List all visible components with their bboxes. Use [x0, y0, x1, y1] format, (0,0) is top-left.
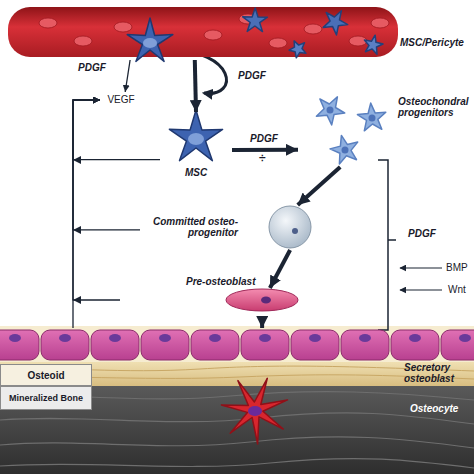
- progenitor-cell: [357, 103, 385, 131]
- blood-vessel: [8, 7, 398, 57]
- cell-label: Osteochondral progenitors: [398, 96, 474, 118]
- cell-nucleus: [159, 334, 171, 342]
- cell-nucleus: [209, 334, 221, 342]
- cell-label: Committed osteo-progenitor: [140, 216, 238, 238]
- committed-cell: [269, 206, 311, 248]
- osteoblast-cell: [441, 330, 474, 360]
- osteoblast-cell: [241, 330, 289, 360]
- signal-connector: [73, 100, 120, 300]
- signal-arrow: [400, 267, 442, 268]
- red-blood-cell: [74, 36, 92, 46]
- cell-illustration: [8, 5, 398, 60]
- msc-node: MSC: [160, 112, 232, 180]
- osteoblast-cell: [0, 330, 39, 360]
- pre-osteoblast-cell: [226, 289, 298, 311]
- signal-connector: [73, 100, 140, 230]
- pericyte-cell: [364, 35, 383, 54]
- cell-nucleus: [292, 228, 298, 234]
- cell-nucleus: [342, 147, 349, 154]
- progenitor-node: Osteochondral progenitors: [298, 92, 474, 167]
- msc-cell: [169, 110, 222, 161]
- cell-nucleus: [261, 297, 271, 304]
- cell-nucleus: [188, 133, 204, 145]
- cell-nucleus: [327, 107, 334, 114]
- osteoblast-layer-node: Secretory osteoblast: [0, 328, 474, 362]
- cell-nucleus: [259, 334, 271, 342]
- cell-label: Mineralized Bone: [1, 393, 91, 404]
- osteoblast-underlay: [0, 326, 474, 362]
- pericyte-cell: [289, 41, 306, 58]
- osteocyte-node: Osteocyte: [200, 382, 474, 452]
- signal-label: PDGF: [78, 62, 106, 73]
- red-blood-cell: [269, 38, 287, 48]
- osteoblast-cell: [341, 330, 389, 360]
- cell-nucleus: [309, 334, 321, 342]
- osteoblast-cell: [391, 330, 439, 360]
- differentiation-arrow: [195, 60, 196, 112]
- signal-label: ÷: [259, 152, 266, 164]
- cell-label: MSC/Pericyte: [400, 37, 474, 48]
- osteoblast-cell: [91, 330, 139, 360]
- factor-node: VEGF: [100, 92, 142, 108]
- pericyte-cell: [127, 18, 173, 61]
- pre-osteoblast-node: Pre-osteoblast: [120, 288, 300, 316]
- signal-label: BMP: [446, 262, 468, 273]
- osteoblast-cell: [141, 330, 189, 360]
- cell-label: MSC: [160, 167, 232, 178]
- signal-connector: [73, 100, 160, 160]
- cell-nucleus: [359, 334, 371, 342]
- pericyte-cell: [243, 8, 268, 32]
- cell-nucleus: [409, 334, 421, 342]
- bracket: [378, 160, 396, 330]
- cell-nucleus: [248, 406, 262, 416]
- signal-label: PDGF: [238, 70, 266, 81]
- committed-node: Committed osteo-progenitor: [140, 205, 318, 250]
- signal-connector: [125, 60, 130, 92]
- cell-nucleus: [459, 334, 471, 342]
- cell-label: Osteocyte: [410, 403, 472, 414]
- osteoblast-cell: [191, 330, 239, 360]
- cell-label: Osteoid: [1, 370, 91, 381]
- red-blood-cell: [114, 22, 132, 32]
- osteocyte-cell: [221, 378, 287, 444]
- osteoblast-cell: [291, 330, 339, 360]
- osteoid-band: [0, 360, 474, 386]
- cell-illustration: [200, 382, 474, 452]
- cell-illustration: [0, 328, 474, 362]
- signal-arrow: [400, 289, 442, 290]
- differentiation-arrow: [260, 316, 264, 328]
- osteoblast-cell: [41, 330, 89, 360]
- red-blood-cell: [39, 18, 57, 28]
- blood-vessel-node: MSC/Pericyte: [8, 5, 398, 60]
- cell-nucleus: [9, 334, 21, 342]
- cell-label: VEGF: [100, 94, 142, 105]
- cell-nucleus: [59, 334, 71, 342]
- signal-connector: [73, 100, 100, 328]
- cell-illustration: [120, 288, 300, 316]
- progenitor-cell: [316, 97, 344, 125]
- differentiation-arrow: [270, 250, 290, 288]
- red-blood-cell: [204, 30, 222, 40]
- pericyte-cell: [323, 11, 348, 35]
- red-blood-cell: [304, 24, 322, 34]
- signal-label: Wnt: [448, 284, 466, 295]
- layer-label-box: Mineralized Bone: [0, 386, 92, 410]
- mineralized-bone-band: [0, 386, 474, 474]
- cell-nucleus: [369, 115, 376, 122]
- red-blood-cell: [371, 18, 389, 28]
- layer-label-box: Osteoid: [0, 364, 92, 386]
- signal-label: PDGF: [408, 228, 436, 239]
- edge-label: PDGF: [250, 133, 278, 144]
- cell-nucleus: [109, 334, 121, 342]
- cell-nucleus: [143, 38, 157, 48]
- cell-label: Pre-osteoblast: [186, 276, 266, 287]
- differentiation-arrow: [298, 167, 341, 205]
- progenitor-cell: [330, 135, 358, 164]
- cell-label: Secretory osteoblast: [404, 362, 474, 384]
